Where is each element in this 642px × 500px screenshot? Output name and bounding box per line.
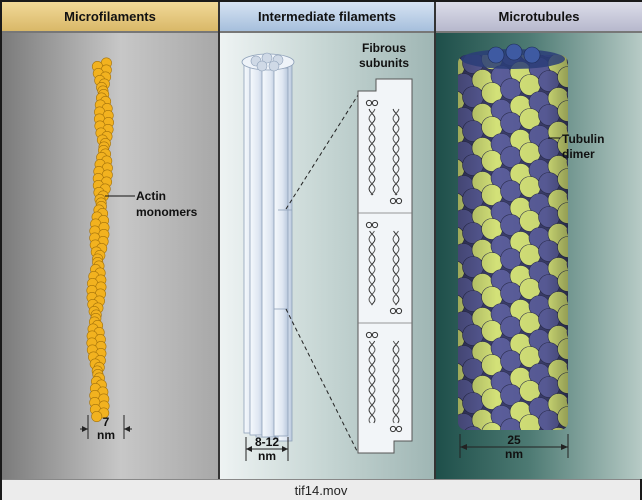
globular-head bbox=[389, 307, 397, 315]
globular-head bbox=[365, 221, 373, 229]
panel-microtubules: Tubulin dimer 25 nm bbox=[436, 33, 642, 479]
zoom-line-bottom bbox=[285, 308, 359, 454]
microtubule-drawing: Tubulin dimer 25 nm bbox=[444, 33, 604, 469]
intermediate-filament-drawing: Fibrous subunits 8-12 nm bbox=[241, 41, 413, 463]
actin-label-line1: Actin bbox=[136, 189, 166, 203]
mt-dimension-value: 25 bbox=[507, 433, 521, 447]
coiled-coil bbox=[368, 108, 376, 196]
globular-head bbox=[365, 99, 373, 107]
mf-dimension-value: 7 bbox=[103, 415, 110, 429]
fibrous-label-line2: subunits bbox=[359, 56, 409, 70]
tubulin-subunit bbox=[529, 432, 550, 453]
header-intermediate-filaments: Intermediate filaments bbox=[220, 2, 434, 33]
fibrous-subunit-strip bbox=[357, 78, 413, 454]
microtubule-dimension: 25 nm bbox=[459, 433, 569, 461]
actin-strand bbox=[86, 57, 114, 422]
actin-label-line2: monomers bbox=[136, 205, 198, 219]
coiled-coil bbox=[392, 108, 400, 196]
panel-divider bbox=[434, 2, 436, 479]
globular-head bbox=[371, 331, 379, 339]
tubulin-subunit bbox=[547, 427, 568, 430]
tubulin-subunit bbox=[566, 423, 568, 430]
zoom-line-top bbox=[285, 94, 359, 210]
globular-head bbox=[395, 425, 403, 433]
tubulin-subunit bbox=[558, 33, 579, 54]
microfilament-dimension: 7 nm bbox=[80, 415, 132, 442]
panel-microfilaments: Actin monomers 7 nm bbox=[2, 33, 218, 479]
tubulin-label-line2: dimer bbox=[562, 147, 595, 161]
header-microfilaments: Microfilaments bbox=[2, 2, 218, 33]
globular-head bbox=[395, 197, 403, 205]
mf-dimension-unit: nm bbox=[97, 428, 115, 442]
tubulin-subunit bbox=[566, 321, 568, 343]
microtubule-cylinder bbox=[444, 33, 579, 469]
movie-filename-bar: tif14.mov bbox=[2, 479, 640, 500]
panel-divider bbox=[218, 2, 220, 479]
filament-bundle bbox=[241, 52, 295, 442]
tubulin-subunit bbox=[566, 55, 568, 71]
intermediate-dimension: 8-12 nm bbox=[245, 435, 289, 463]
tubulin-subunit bbox=[566, 83, 568, 105]
tubulin-subunit bbox=[566, 219, 568, 241]
globular-head bbox=[389, 197, 397, 205]
globular-head bbox=[395, 307, 403, 315]
globular-head bbox=[365, 331, 373, 339]
globular-head bbox=[371, 99, 379, 107]
tubulin-subunit bbox=[566, 253, 568, 275]
tubulin-label-line1: Tubulin bbox=[562, 132, 604, 146]
tubulin-subunit bbox=[566, 185, 568, 207]
globular-head bbox=[389, 425, 397, 433]
tubulin-subunit bbox=[566, 389, 568, 411]
tubulin-subunit bbox=[453, 448, 474, 469]
actin-monomer bbox=[91, 410, 103, 422]
fibrous-label-line1: Fibrous bbox=[362, 41, 406, 55]
coiled-coil bbox=[368, 230, 376, 306]
if-dimension-value: 8-12 bbox=[255, 435, 279, 449]
coiled-coil bbox=[368, 230, 376, 306]
tubulin-subunit bbox=[444, 431, 465, 452]
coiled-coil bbox=[392, 340, 400, 424]
globular-head bbox=[371, 221, 379, 229]
microfilament-drawing: Actin monomers 7 nm bbox=[80, 57, 198, 442]
if-dimension-unit: nm bbox=[258, 449, 276, 463]
coiled-coil bbox=[392, 230, 400, 306]
tubulin-subunit bbox=[566, 287, 568, 309]
coiled-coil bbox=[392, 230, 400, 306]
mt-dimension-unit: nm bbox=[505, 447, 523, 461]
header-microtubules: Microtubules bbox=[436, 2, 642, 33]
panel-intermediate-filaments: Fibrous subunits 8-12 nm bbox=[220, 33, 434, 479]
coiled-coil-helices bbox=[365, 99, 403, 433]
tubulin-subunit bbox=[566, 355, 568, 377]
coiled-coil bbox=[368, 340, 376, 424]
